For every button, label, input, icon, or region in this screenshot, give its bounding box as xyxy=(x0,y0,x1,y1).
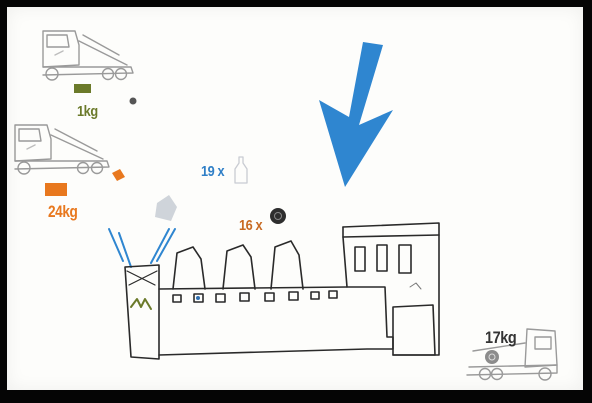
factory-window-dot xyxy=(196,296,200,300)
drawing-sheet: 1kg 24kg 19 x 16 x 17kg xyxy=(7,7,583,390)
recycled-item xyxy=(155,195,177,221)
tires-count-label: 16 x xyxy=(239,217,262,234)
truck1-cargo-dot xyxy=(130,98,137,105)
truck2-cargo-block xyxy=(45,183,67,196)
bottles-count-label: 19 x xyxy=(201,163,224,180)
truck3-weight-label: 17kg xyxy=(485,328,516,348)
recycle-bin-icon xyxy=(109,229,175,359)
truck-icon xyxy=(15,125,109,174)
truck3-cargo xyxy=(485,350,499,364)
bottle-icon xyxy=(235,157,247,183)
truck-icon xyxy=(43,31,133,80)
arrow-icon xyxy=(319,42,393,187)
tire-icon xyxy=(270,208,286,224)
truck1-cargo-block xyxy=(74,84,91,93)
factory-icon xyxy=(159,223,439,355)
truck2-weight-label: 24kg xyxy=(48,202,77,222)
truck1-weight-label: 1kg xyxy=(77,103,98,120)
truck2-cargo-piece xyxy=(112,169,125,181)
